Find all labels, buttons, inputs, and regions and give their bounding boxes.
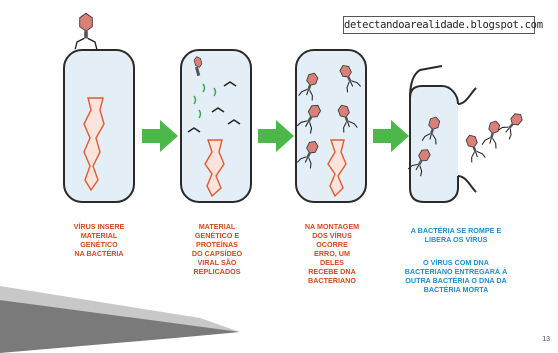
arrow-2 xyxy=(258,120,294,152)
phage-docked xyxy=(75,13,97,49)
slide-number: 13 xyxy=(542,336,550,343)
arrow-3 xyxy=(373,120,409,152)
bacterium-cell-4 xyxy=(410,86,458,202)
arrow-1 xyxy=(142,120,178,152)
